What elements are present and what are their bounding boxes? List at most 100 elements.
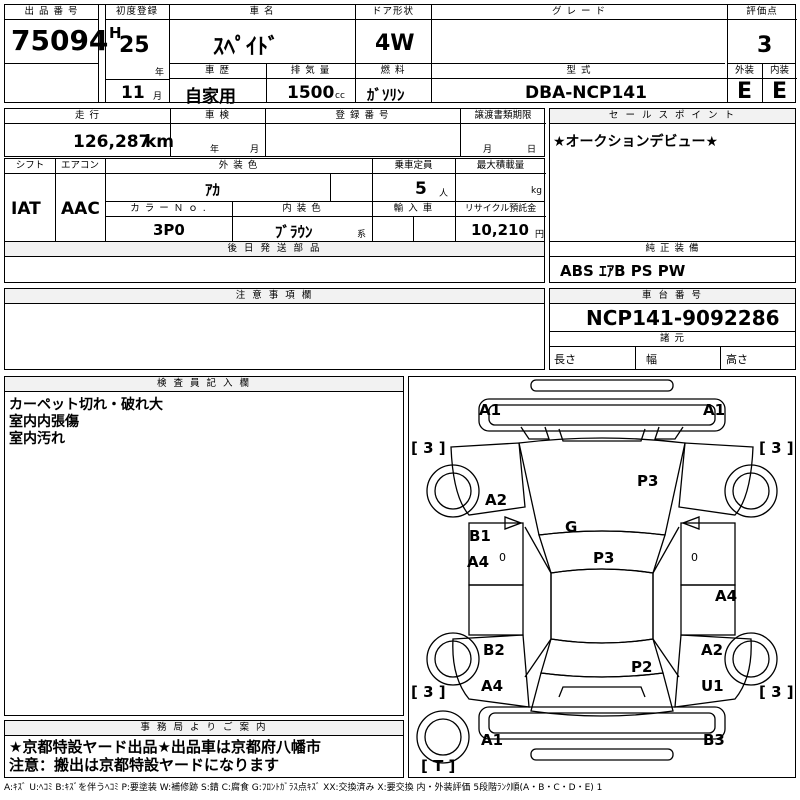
office-section: 事 務 局 よ り ご 案 内 ★京都特設ヤード出品★出品車は京都府八幡市 注意… bbox=[4, 720, 404, 778]
car-name: ｽﾍﾟｲﾄﾞ bbox=[213, 35, 280, 60]
int-color-label: 内 装 色 bbox=[232, 202, 372, 217]
recycle-label: リサイクル預託金 bbox=[455, 202, 546, 217]
header-section: 出 品 番 号 75094 初度登録 H 25 年 11 月 車 名 ｽﾍﾟｲﾄ… bbox=[4, 4, 797, 107]
recycle-unit: 円 bbox=[535, 230, 545, 240]
mark-a2-front-left: A2 bbox=[485, 491, 508, 509]
inspector-note-3: 室内汚れ bbox=[9, 431, 65, 447]
displacement-label: 排 気 量 bbox=[266, 64, 355, 79]
mark-a2-rear-right: A2 bbox=[701, 641, 724, 659]
ext-color-label: 外 装 色 bbox=[105, 159, 372, 174]
int-color-unit: 系 bbox=[357, 230, 367, 240]
mark-p3-roof: P3 bbox=[593, 549, 615, 567]
mark-a1-top-left: A1 bbox=[479, 401, 502, 419]
mark-b2: B2 bbox=[483, 641, 505, 659]
reg-year-unit: 年 bbox=[155, 68, 165, 78]
inspection-label: 車 検 bbox=[170, 109, 265, 124]
max-load-unit: kg bbox=[531, 186, 542, 196]
reg-month: 11 bbox=[121, 83, 145, 103]
office-note-2: 注意：搬出は京都特設ヤードになります bbox=[9, 756, 280, 774]
ac-label: エアコン bbox=[55, 159, 105, 174]
inspection-month-unit: 月 bbox=[250, 145, 260, 155]
width-label: 幅 bbox=[646, 353, 657, 366]
reg-month-unit: 月 bbox=[153, 92, 163, 102]
length-label: 長さ bbox=[554, 353, 576, 366]
capacity: 5 bbox=[415, 179, 427, 199]
caution-section: 注 意 事 項 欄 bbox=[4, 288, 545, 370]
capacity-label: 乗車定員 bbox=[372, 159, 455, 174]
shift-label: シフト bbox=[5, 159, 55, 174]
chassis-section: 車 台 番 号 NCP141-9092286 諸 元 長さ 幅 高さ bbox=[549, 288, 796, 370]
sales-point: ★オークションデビュー★ bbox=[553, 134, 719, 150]
inspector-note-1: カーペット切れ・破れ大 bbox=[9, 397, 163, 413]
transfer-label: 譲渡書類期限 bbox=[460, 109, 546, 124]
color-no-label: カ ラ ー Ｎ ｏ . bbox=[105, 202, 232, 217]
inspector-label: 検 査 員 記 入 欄 bbox=[5, 377, 403, 392]
fuel: ｶﾞｿﾘﾝ bbox=[367, 86, 405, 104]
mark-p3-hood: P3 bbox=[637, 472, 659, 490]
equipment-section: ABS ｴｱB PS PW bbox=[549, 256, 796, 283]
mileage-label: 走 行 bbox=[5, 109, 170, 124]
equipment: ABS ｴｱB PS PW bbox=[560, 262, 686, 280]
later-parts-section: 後 日 発 送 部 品 bbox=[4, 241, 545, 283]
chassis-label: 車 台 番 号 bbox=[550, 289, 795, 304]
car-outline-svg bbox=[416, 379, 778, 764]
import-label: 輸 入 車 bbox=[372, 202, 455, 217]
history: 自家用 bbox=[185, 87, 236, 107]
mark-a4-rear-left: A4 bbox=[481, 677, 504, 695]
chassis-number: NCP141-9092286 bbox=[586, 306, 780, 330]
inspector-section: 検 査 員 記 入 欄 カーペット切れ・破れ大 室内内張傷 室内汚れ bbox=[4, 376, 404, 716]
model: DBA-NCP141 bbox=[525, 83, 647, 103]
color-no: 3P0 bbox=[153, 221, 185, 239]
displacement: 1500 bbox=[287, 83, 335, 103]
recycle: 10,210 bbox=[471, 221, 529, 239]
tire-bracket-rear-left: [ 3 ] bbox=[411, 683, 446, 701]
reg-year: 25 bbox=[119, 33, 150, 58]
transfer-day-unit: 日 bbox=[527, 145, 537, 155]
mark-a1-top-right: A1 bbox=[703, 401, 726, 419]
mark-a4-left: A4 bbox=[467, 553, 490, 571]
lot-number-label: 出 品 番 号 bbox=[5, 5, 98, 20]
mark-zero-right: 0 bbox=[691, 551, 698, 564]
exterior-label: 外装 bbox=[727, 64, 762, 79]
inspection-year-unit: 年 bbox=[210, 145, 220, 155]
car-name-label: 車 名 bbox=[169, 5, 355, 20]
fuel-label: 燃 料 bbox=[355, 64, 431, 79]
grade-label: グ レ ー ド bbox=[431, 5, 727, 20]
interior-score: E bbox=[772, 79, 788, 104]
caution-label: 注 意 事 項 欄 bbox=[5, 289, 544, 304]
capacity-unit: 人 bbox=[439, 189, 449, 199]
ac: AAC bbox=[61, 199, 100, 219]
lot-number-cell: 出 品 番 号 75094 bbox=[5, 5, 108, 63]
mileage-section: 走 行 126,287 km 車 検 年 月 登 録 番 号 譲渡書類期限 月 … bbox=[4, 108, 546, 157]
sales-point-section: セ ー ル ス ポ イ ン ト ★オークションデビュー★ 純 正 装 備 bbox=[549, 108, 796, 257]
damage-diagram: A1 A1 P3 A2 G B1 A4 0 P3 0 A4 B2 A2 P2 A… bbox=[408, 376, 796, 778]
mileage: 126,287 bbox=[73, 132, 151, 152]
door-type: 4W bbox=[375, 31, 415, 56]
mark-a4-right: A4 bbox=[715, 587, 738, 605]
legend: A:ｷｽﾞ U:ﾍｺﾐ B:ｷｽﾞを伴うﾍｺﾐ P:要塗装 W:補修跡 S:錆 … bbox=[4, 783, 603, 793]
mark-p2: P2 bbox=[631, 658, 653, 676]
score-label: 評価点 bbox=[727, 5, 797, 20]
inspector-note-2: 室内内張傷 bbox=[9, 414, 79, 430]
first-reg-label: 初度登録 bbox=[105, 5, 169, 20]
max-load-label: 最大積載量 bbox=[455, 159, 546, 174]
lot-number: 75094 bbox=[11, 24, 109, 57]
specs-section: シフト エアコン IAT AAC 外 装 色 ｱｶ 乗車定員 5 人 最大積載量… bbox=[4, 158, 546, 242]
shift: IAT bbox=[11, 199, 41, 219]
later-parts-label: 後 日 発 送 部 品 bbox=[5, 242, 544, 257]
tire-bracket-front-right: [ 3 ] bbox=[759, 439, 794, 457]
ext-color: ｱｶ bbox=[205, 181, 221, 199]
int-color: ﾌﾞﾗｳﾝ bbox=[275, 223, 313, 241]
mark-g-windshield: G bbox=[565, 518, 578, 536]
mark-b1: B1 bbox=[469, 527, 491, 545]
tire-bracket-rear-right: [ 3 ] bbox=[759, 683, 794, 701]
displacement-unit: cc bbox=[335, 91, 345, 101]
reg-no-label: 登 録 番 号 bbox=[265, 109, 460, 124]
exterior-score: E bbox=[737, 79, 753, 104]
transfer-month-unit: 月 bbox=[483, 145, 493, 155]
mark-zero-left: 0 bbox=[499, 551, 506, 564]
mileage-unit: km bbox=[145, 132, 175, 152]
interior-label: 内装 bbox=[762, 64, 797, 79]
office-note-1: ★京都特設ヤード出品★出品車は京都府八幡市 bbox=[9, 738, 321, 756]
specs-label: 諸 元 bbox=[550, 332, 795, 347]
